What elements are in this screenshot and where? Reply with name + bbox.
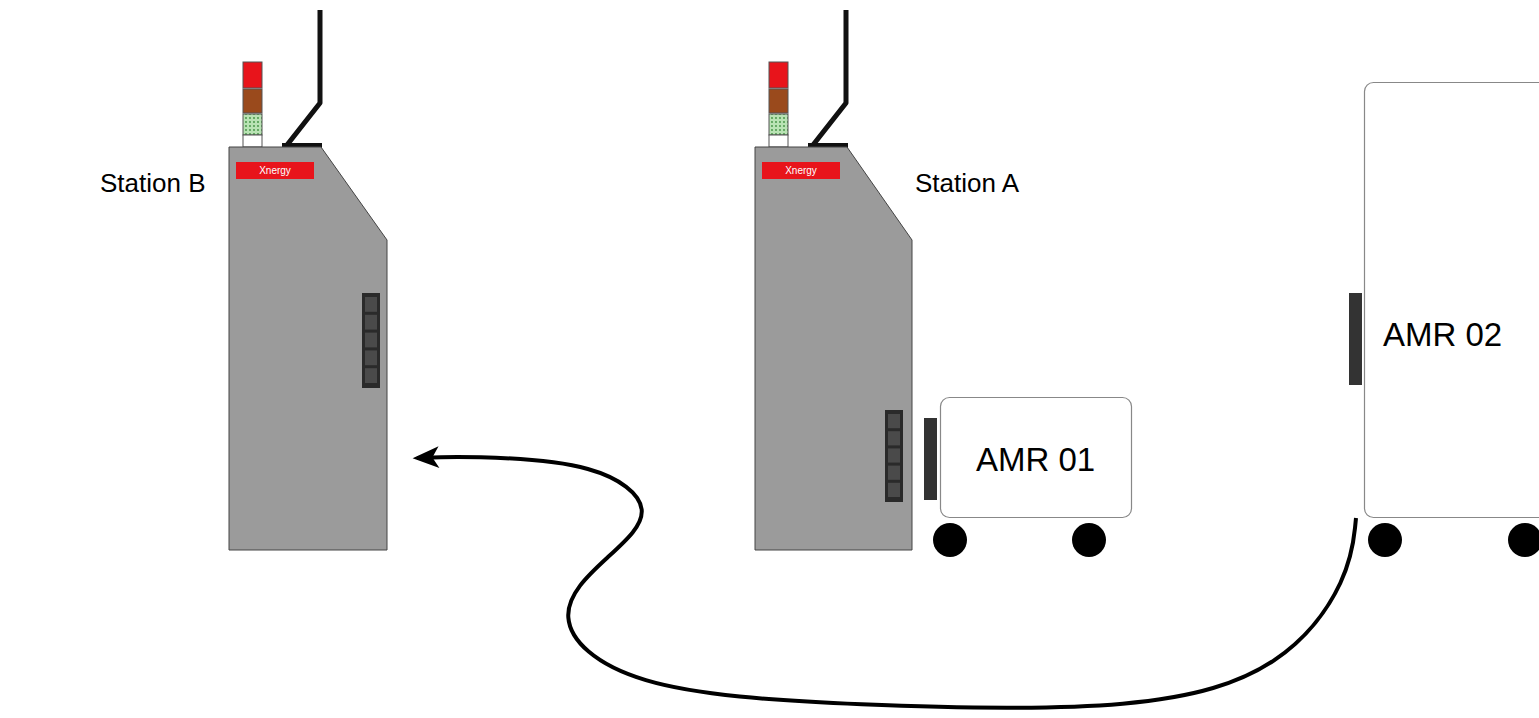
pad-segment [365, 333, 377, 348]
pad-segment [888, 483, 900, 497]
station-label: Station B [100, 168, 206, 198]
antenna [813, 10, 846, 145]
pad-frame [885, 410, 903, 502]
antenna [287, 10, 320, 145]
amr-robot: AMR 01 [940, 397, 1132, 518]
light-base [243, 135, 262, 147]
charging-pad [362, 293, 380, 388]
amr-body [1364, 82, 1539, 518]
amr-chassis [941, 398, 1132, 518]
station-housing [755, 147, 912, 550]
red-light [769, 62, 788, 88]
brand-plate: Xnergy [762, 162, 840, 179]
red-light [243, 62, 262, 88]
pad-segment [888, 448, 900, 462]
amr-chassis [1365, 83, 1539, 518]
station-housing [229, 147, 387, 550]
station-label: Station A [915, 168, 1019, 198]
wheel [1508, 523, 1539, 557]
station-body [755, 147, 912, 550]
amr-robot: AMR 02 [1364, 82, 1539, 518]
station-b-mast [243, 10, 322, 150]
amber-light [243, 89, 262, 113]
light-base [769, 135, 788, 147]
amr-label: AMR 01 [976, 441, 1095, 479]
pad-frame [362, 293, 380, 388]
pad-segment [365, 297, 377, 312]
green-light [243, 114, 262, 135]
amr-label: AMR 02 [1383, 316, 1502, 354]
amber-light [769, 89, 788, 113]
brand-plate: Xnergy [236, 162, 314, 179]
wheel [1368, 523, 1402, 557]
pad-segment [888, 414, 900, 428]
pad-segment [365, 350, 377, 365]
pad-segment [888, 466, 900, 480]
wheel [933, 523, 967, 557]
charging-station: Station BXnergy [229, 147, 387, 550]
pad-segment [365, 315, 377, 330]
pad-segment [888, 431, 900, 445]
station-a-mast [769, 10, 848, 150]
charging-pad [885, 410, 903, 502]
wheel [1072, 523, 1106, 557]
amr-pickup-pad [1349, 293, 1362, 385]
charging-station: Station AXnergy [755, 147, 912, 550]
green-light [769, 114, 788, 135]
pad-segment [365, 368, 377, 383]
amr-pickup-pad [924, 418, 937, 500]
station-body [229, 147, 387, 550]
